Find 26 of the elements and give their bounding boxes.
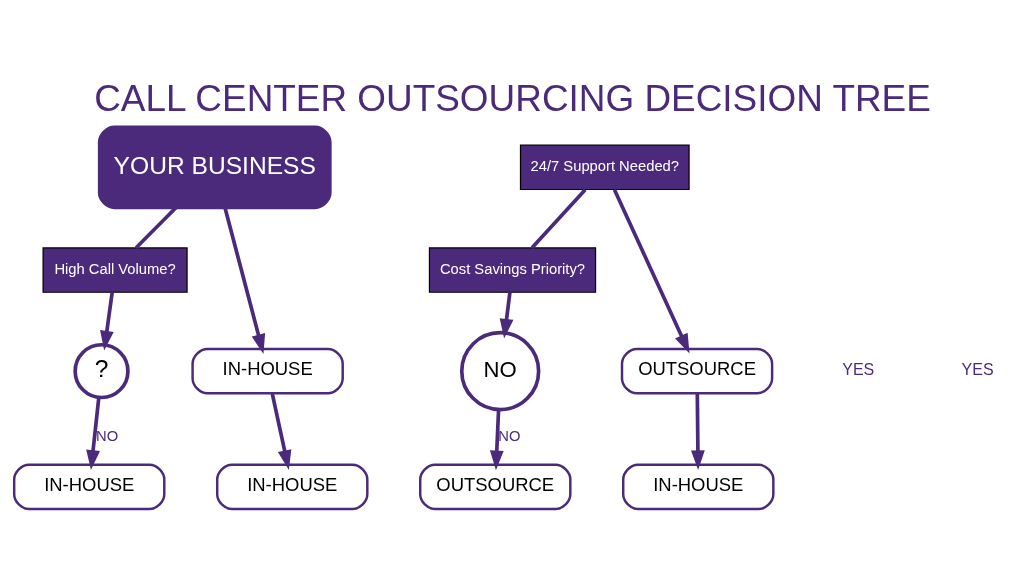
arrow (499, 292, 513, 339)
arrow (612, 188, 690, 353)
arrow (99, 291, 114, 351)
connector (530, 188, 587, 249)
arrow (690, 393, 705, 470)
node-box: Cost Savings Priority? (428, 246, 596, 293)
arrow (489, 408, 504, 470)
edge-label: NO (497, 427, 520, 444)
label: YES (961, 360, 994, 378)
node-box: IN-HOUSE (190, 347, 344, 394)
node-box: IN-HOUSE (621, 463, 775, 510)
diagram-title: CALL CENTER OUTSOURCING DECISION TREE (93, 77, 931, 119)
node-box: OUTSOURCE (418, 463, 572, 510)
node-box: 24/7 Support Needed? (519, 144, 690, 190)
arrow (222, 206, 265, 354)
edge-label: NO (95, 427, 118, 444)
node-box: IN-HOUSE (215, 463, 369, 510)
node-box: OUTSOURCE (620, 347, 773, 394)
arrow (85, 396, 101, 470)
node-circle: ? (72, 342, 130, 399)
node-box: IN-HOUSE (12, 463, 165, 510)
node-box: YOUR BUSINESS (97, 125, 332, 209)
label: YES (841, 360, 874, 378)
node-circle: NO (459, 330, 540, 411)
node-box: High Call Volume? (42, 246, 188, 293)
arrow (269, 392, 291, 470)
